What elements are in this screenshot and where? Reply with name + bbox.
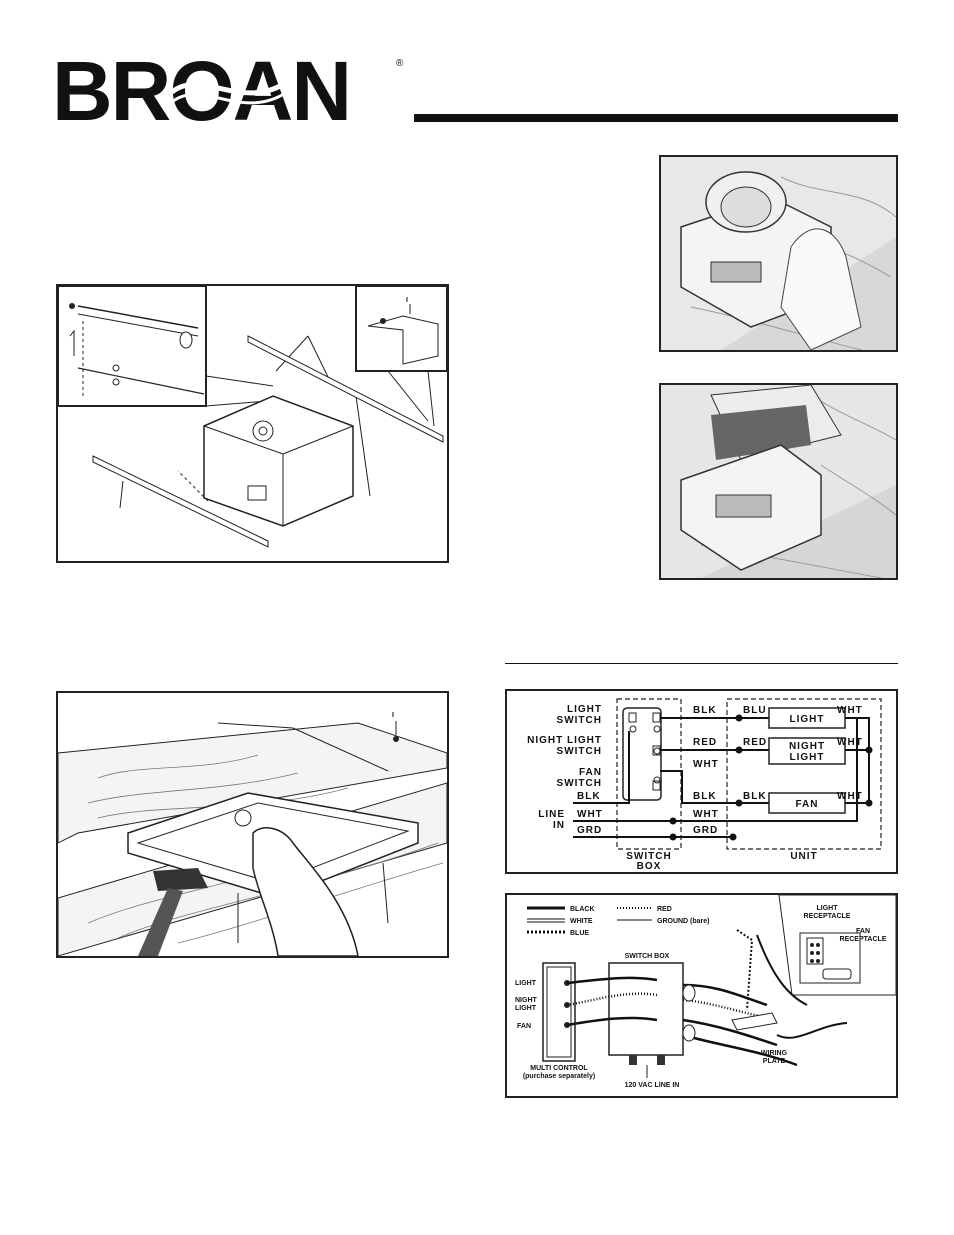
legend-ground: GROUND (bare)	[657, 918, 710, 925]
label-line-in-1: LINE	[538, 809, 565, 820]
pict-light-receptacle-2: RECEPTACLE	[804, 913, 851, 920]
housing-install-figure: I	[56, 691, 449, 958]
pict-multi-control-2: (purchase separately)	[523, 1073, 595, 1080]
wire-blu: BLU	[743, 705, 767, 716]
label-fan-switch-1: FAN	[579, 767, 602, 778]
legend-blue: BLUE	[570, 930, 589, 937]
wire-blk-line: BLK	[577, 791, 601, 802]
component-fan: FAN	[796, 799, 819, 810]
wire-wht-night: WHT	[837, 737, 863, 748]
wire-blk-1: BLK	[693, 705, 717, 716]
wire-grd-line: GRD	[577, 825, 602, 836]
pict-line-in: 120 VAC LINE IN	[625, 1082, 680, 1089]
pict-wiring-plate-2: PLATE	[763, 1058, 786, 1065]
wire-wht-mid: WHT	[693, 759, 719, 770]
box-switch-2: BOX	[637, 861, 662, 872]
pict-fan-receptacle-1: FAN	[856, 928, 870, 935]
pict-label-night-2: LIGHT	[515, 1005, 537, 1012]
legend-red: RED	[657, 906, 672, 913]
label-fan-switch-2: SWITCH	[557, 778, 602, 789]
pict-wiring-plate-1: WIRING	[761, 1050, 788, 1057]
registered-mark: ®	[396, 58, 404, 69]
wire-wht-line-2: WHT	[693, 809, 719, 820]
label-night-switch-2: SWITCH	[557, 746, 602, 757]
duct-connection-photo-1	[659, 155, 898, 352]
label-night-switch-1: NIGHT LIGHT	[527, 735, 602, 746]
fig1-marker: I	[392, 712, 394, 719]
brand-wordmark: BROAN	[52, 50, 350, 130]
pict-label-light: LIGHT	[515, 980, 537, 987]
component-night-light-1: NIGHT	[789, 741, 825, 752]
label-line-in-2: IN	[553, 820, 565, 831]
wire-red-1: RED	[693, 737, 717, 748]
wire-wht-line: WHT	[577, 809, 603, 820]
wire-grd-line-2: GRD	[693, 825, 718, 836]
box-switch-1: SWITCH	[626, 851, 671, 862]
bracket-assembly-figure: I	[56, 284, 449, 563]
label-light-switch-2: SWITCH	[557, 715, 602, 726]
header-rule	[414, 114, 898, 122]
component-night-light-2: LIGHT	[790, 752, 825, 763]
wire-wht-fan: WHT	[837, 791, 863, 802]
wire-blk-2: BLK	[693, 791, 717, 802]
wire-wht-light: WHT	[837, 705, 863, 716]
legend-black: BLACK	[570, 906, 595, 913]
legend-white: WHITE	[570, 918, 593, 925]
pict-switch-box: SWITCH BOX	[625, 953, 670, 960]
fig2-marker: I	[406, 297, 408, 304]
schematic-wiring-diagram: LIGHT SWITCH NIGHT LIGHT SWITCH FAN SWIT…	[505, 689, 898, 874]
pict-multi-control-1: MULTI CONTROL	[530, 1065, 588, 1072]
label-light-switch-1: LIGHT	[567, 704, 602, 715]
pictorial-wiring-diagram: BLACK WHITE BLUE RED GROUND (bare) LIGHT…	[505, 893, 898, 1098]
pict-fan-receptacle-2: RECEPTACLE	[840, 936, 887, 943]
wire-red-2: RED	[743, 737, 767, 748]
duct-connection-photo-2	[659, 383, 898, 580]
component-light: LIGHT	[790, 714, 825, 725]
section-rule	[505, 663, 898, 664]
pict-label-fan: FAN	[517, 1023, 531, 1030]
box-unit: UNIT	[790, 851, 817, 862]
wire-blk-3: BLK	[743, 791, 767, 802]
broan-logo: BROAN ®	[52, 44, 412, 138]
pict-label-night-1: NIGHT	[515, 997, 538, 1004]
pict-light-receptacle-1: LIGHT	[817, 905, 839, 912]
